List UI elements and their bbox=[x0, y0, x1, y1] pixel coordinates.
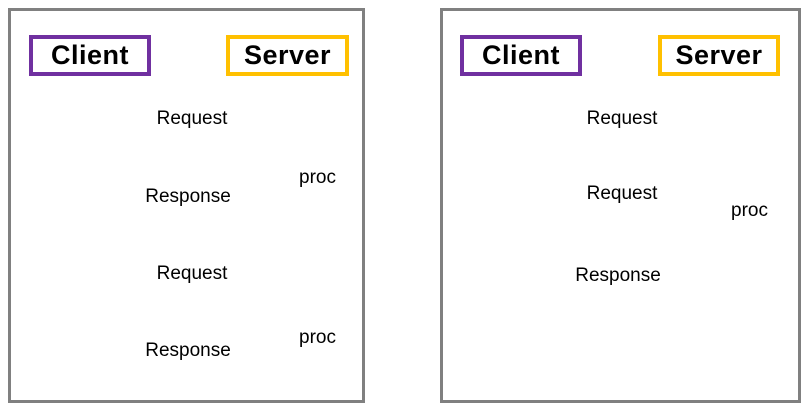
message-label: Request bbox=[156, 108, 228, 129]
actor-label: Server bbox=[243, 40, 332, 70]
message-label: Response bbox=[145, 340, 231, 361]
actor-label: Client bbox=[50, 40, 129, 70]
message-label: Request bbox=[156, 263, 228, 284]
message-label: Response bbox=[145, 186, 231, 207]
proc-label: proc bbox=[299, 167, 336, 188]
actor-box-client: Client bbox=[460, 35, 582, 76]
message-label: Request bbox=[586, 108, 658, 129]
actor-box-server: Server bbox=[226, 35, 349, 76]
actor-box-server: Server bbox=[658, 35, 780, 76]
actor-label: Client bbox=[481, 40, 560, 70]
proc-label: proc bbox=[731, 200, 768, 221]
message-label: Response bbox=[575, 265, 661, 286]
actor-label: Server bbox=[675, 40, 763, 70]
proc-label: proc bbox=[299, 327, 336, 348]
message-label: Request bbox=[586, 183, 658, 204]
actor-box-client: Client bbox=[29, 35, 151, 76]
